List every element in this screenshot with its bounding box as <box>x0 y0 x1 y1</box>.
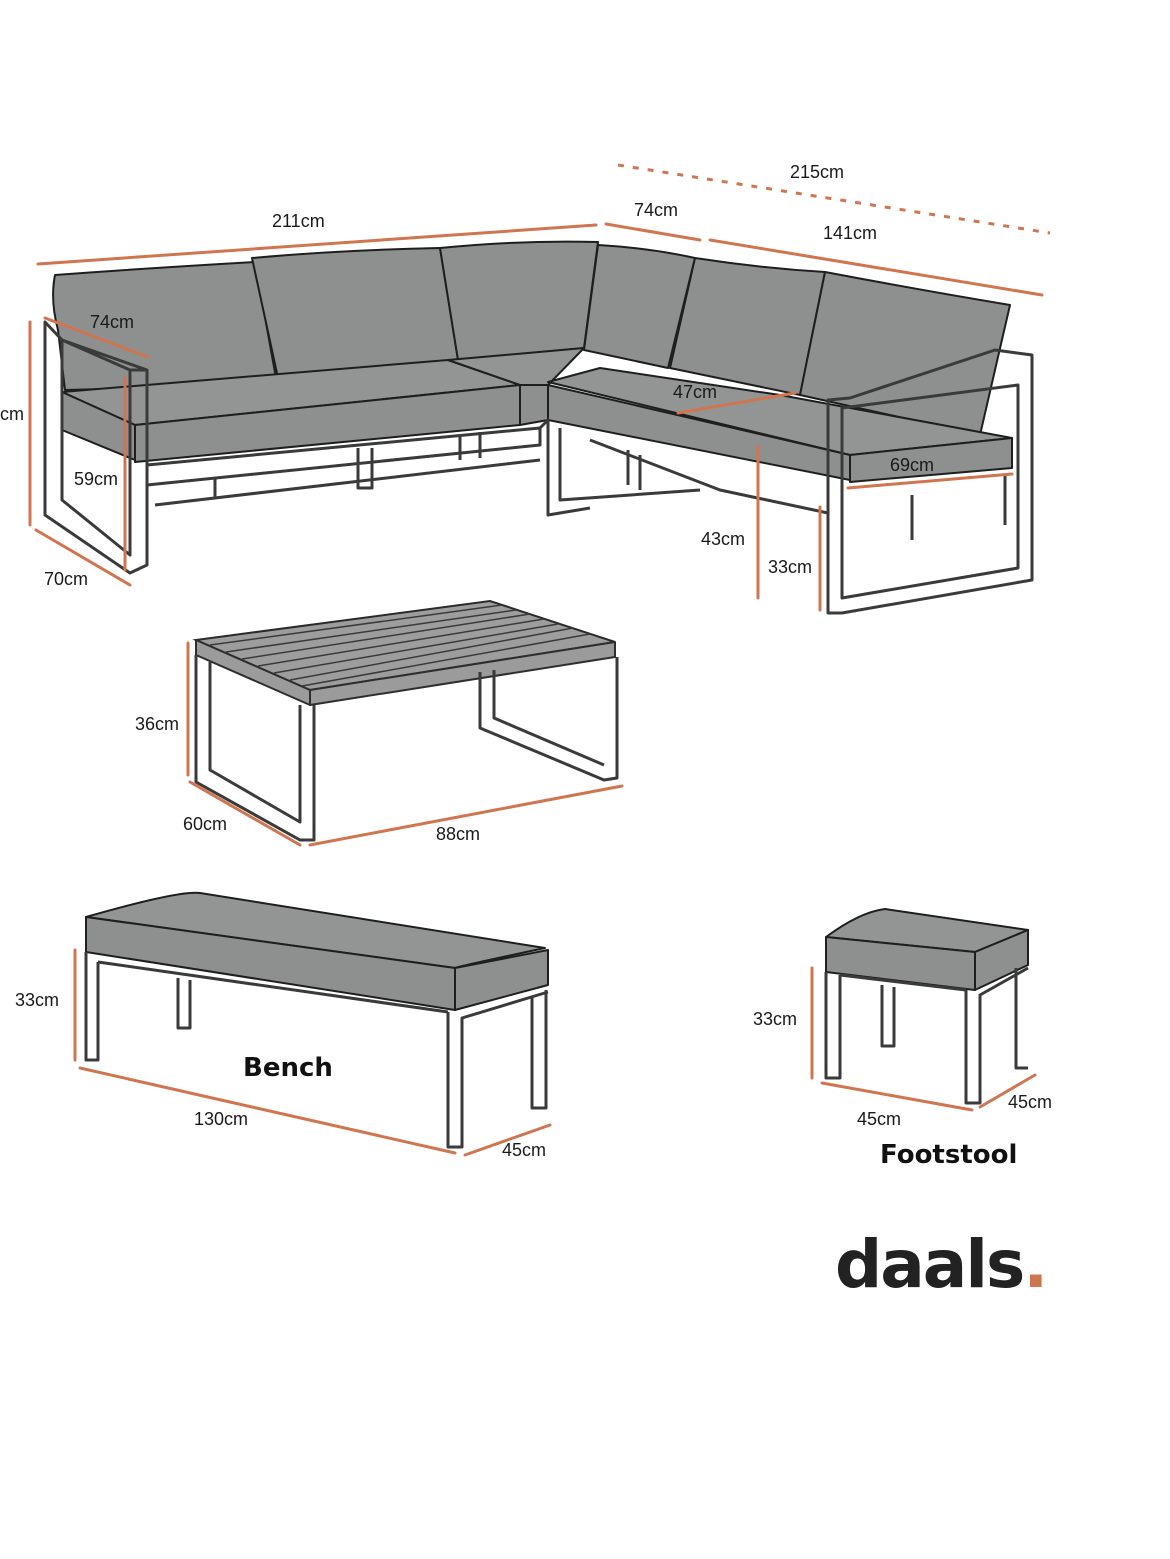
sofa-215cm-label: 215cm <box>790 162 844 182</box>
sofa-arm-74cm-label: 74cm <box>90 312 134 332</box>
sofa-43cm-label: 43cm <box>701 529 745 549</box>
bench <box>84 891 549 1149</box>
footstool <box>824 908 1029 1105</box>
sofa-47cm-label: 47cm <box>673 382 717 402</box>
footstool-45cm-depth-label: 45cm <box>1008 1092 1052 1112</box>
bench-title: Bench <box>243 1053 333 1083</box>
logo-wordmark: daals <box>835 1226 1023 1303</box>
sofa-corner-74cm-label: 74cm <box>634 200 678 220</box>
table-36cm-label: 36cm <box>135 714 179 734</box>
corner-sofa <box>43 240 1034 615</box>
logo-dot: . <box>1023 1226 1046 1303</box>
svg-text:daals.: daals. <box>835 1226 1046 1303</box>
sofa-height-label: cm <box>0 404 24 424</box>
sofa-69cm-label: 69cm <box>890 455 934 475</box>
bench-measurements: 33cm 130cm 45cm Bench <box>15 948 552 1160</box>
sofa-59cm-label: 59cm <box>74 469 118 489</box>
sofa-211cm-label: 211cm <box>272 211 325 231</box>
sofa-70cm-label: 70cm <box>44 569 88 589</box>
coffee-table <box>192 599 619 842</box>
table-88cm-label: 88cm <box>436 824 480 844</box>
sofa-33cm-label: 33cm <box>768 557 812 577</box>
footstool-title: Footstool <box>880 1140 1017 1170</box>
bench-33cm-label: 33cm <box>15 990 59 1010</box>
table-measurements: 36cm 60cm 88cm <box>135 641 624 847</box>
footstool-measurements: 33cm 45cm 45cm Footstool <box>753 966 1052 1170</box>
sofa-measurements: 211cm 215cm 74cm 141cm 74cm cm 59cm 70cm… <box>0 162 1051 612</box>
table-slats <box>209 604 591 687</box>
footstool-33cm-label: 33cm <box>753 1009 797 1029</box>
footstool-45cm-width-label: 45cm <box>857 1109 901 1129</box>
bench-130cm-label: 130cm <box>194 1109 248 1129</box>
daals-logo: daals. <box>835 1226 1048 1303</box>
table-60cm-label: 60cm <box>183 814 227 834</box>
sofa-141cm-label: 141cm <box>823 223 877 243</box>
bench-45cm-label: 45cm <box>502 1140 546 1160</box>
